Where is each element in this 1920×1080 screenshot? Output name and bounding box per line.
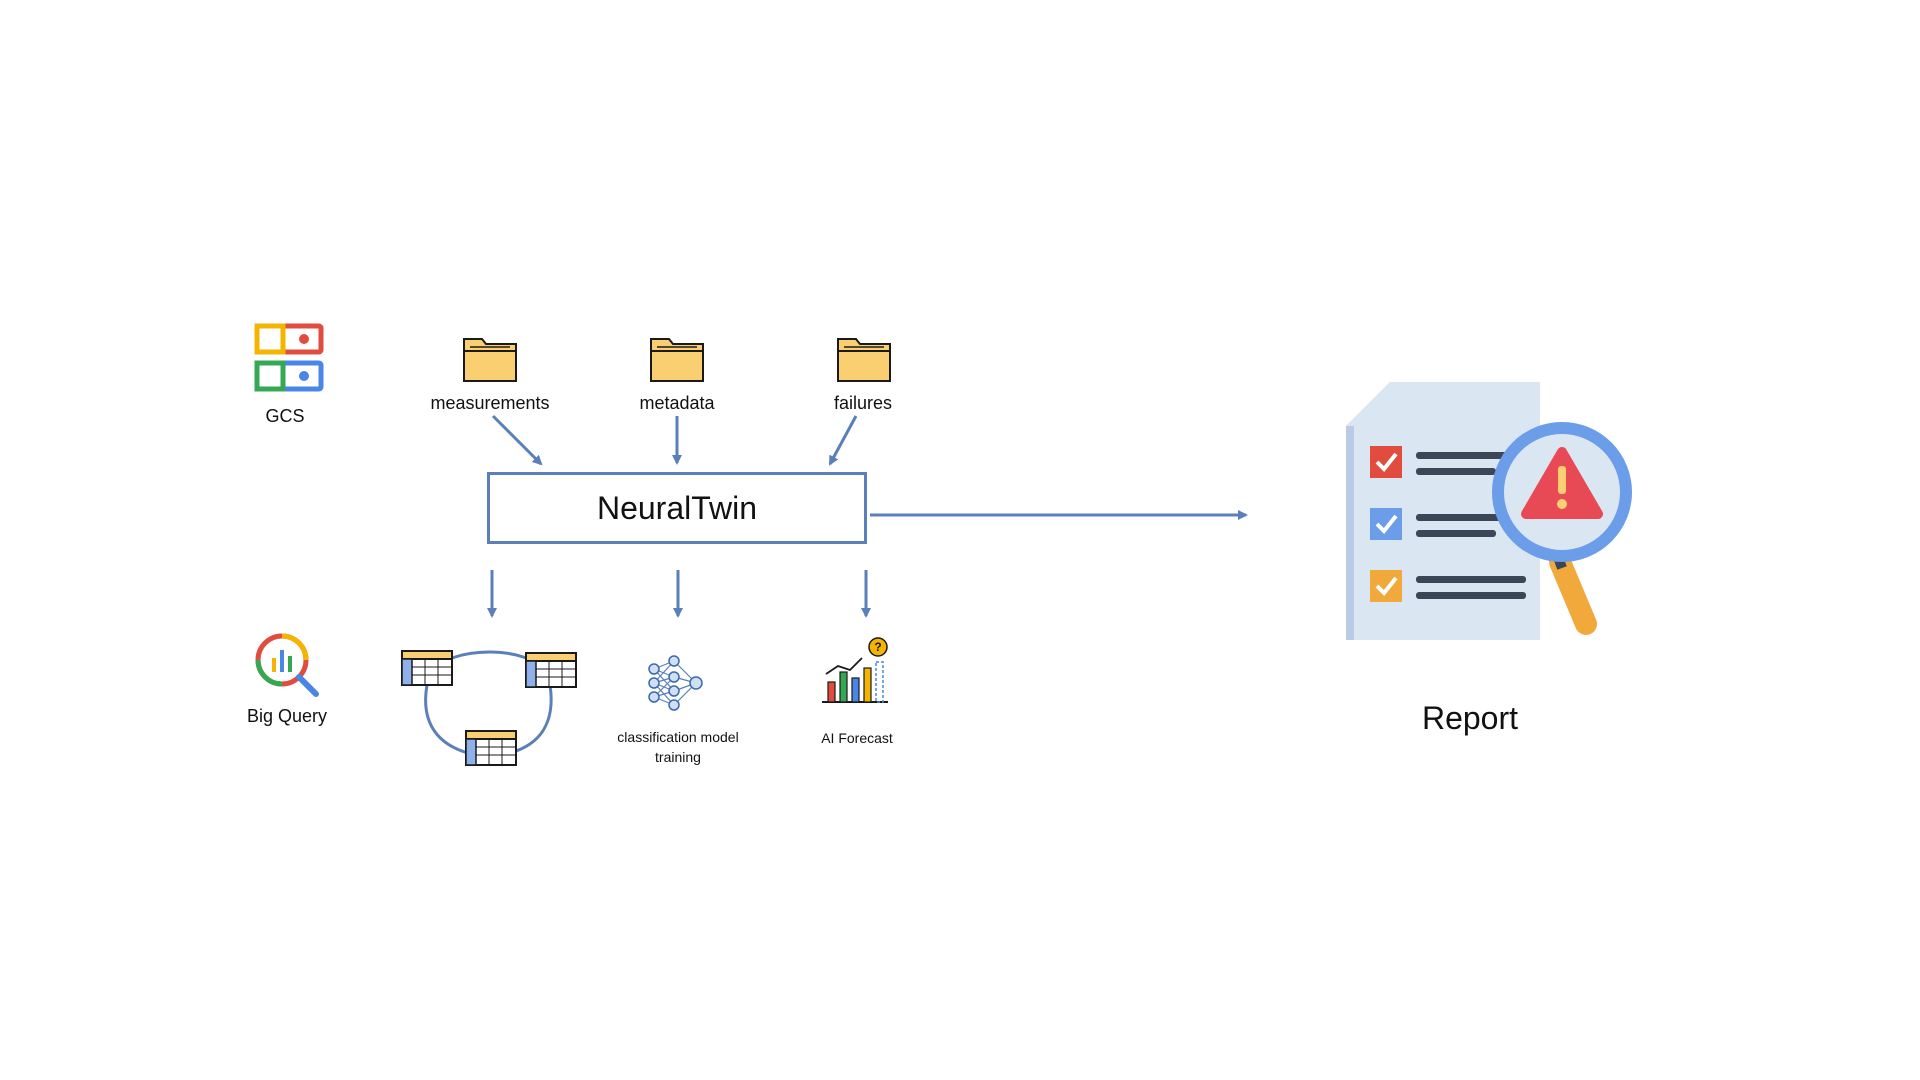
- table-icon: [401, 650, 453, 686]
- arrow-measurements-to-engine: [491, 414, 543, 466]
- neural-network-icon: [648, 655, 703, 711]
- gcs-icon: [254, 323, 324, 392]
- neuraltwin-title: NeuralTwin: [596, 489, 758, 526]
- folder-icon: [650, 338, 704, 382]
- folder-icon: [463, 338, 517, 382]
- report-warning-icon: [1346, 382, 1632, 640]
- svg-text:?: ?: [874, 640, 881, 654]
- forecast-label: AI Forecast: [821, 730, 893, 746]
- folder-icon: [837, 338, 891, 382]
- input-label-failures: failures: [833, 393, 893, 413]
- neuraltwin-box[interactable]: NeuralTwin: [487, 472, 867, 544]
- model-label: classification model training: [617, 729, 739, 765]
- table-icon: [465, 730, 517, 766]
- input-label-measurements: measurements: [430, 393, 550, 413]
- input-label-metadata: metadata: [639, 393, 715, 413]
- joined-tables-icon: [401, 650, 577, 766]
- bigquery-label: Big Query: [246, 706, 328, 726]
- arrow-failures-to-engine: [828, 415, 858, 466]
- bigquery-icon: [255, 633, 319, 697]
- table-icon: [525, 652, 577, 688]
- report-label: Report: [1421, 700, 1519, 736]
- forecast-chart-icon: ?: [822, 637, 888, 703]
- gcs-label: GCS: [265, 406, 305, 426]
